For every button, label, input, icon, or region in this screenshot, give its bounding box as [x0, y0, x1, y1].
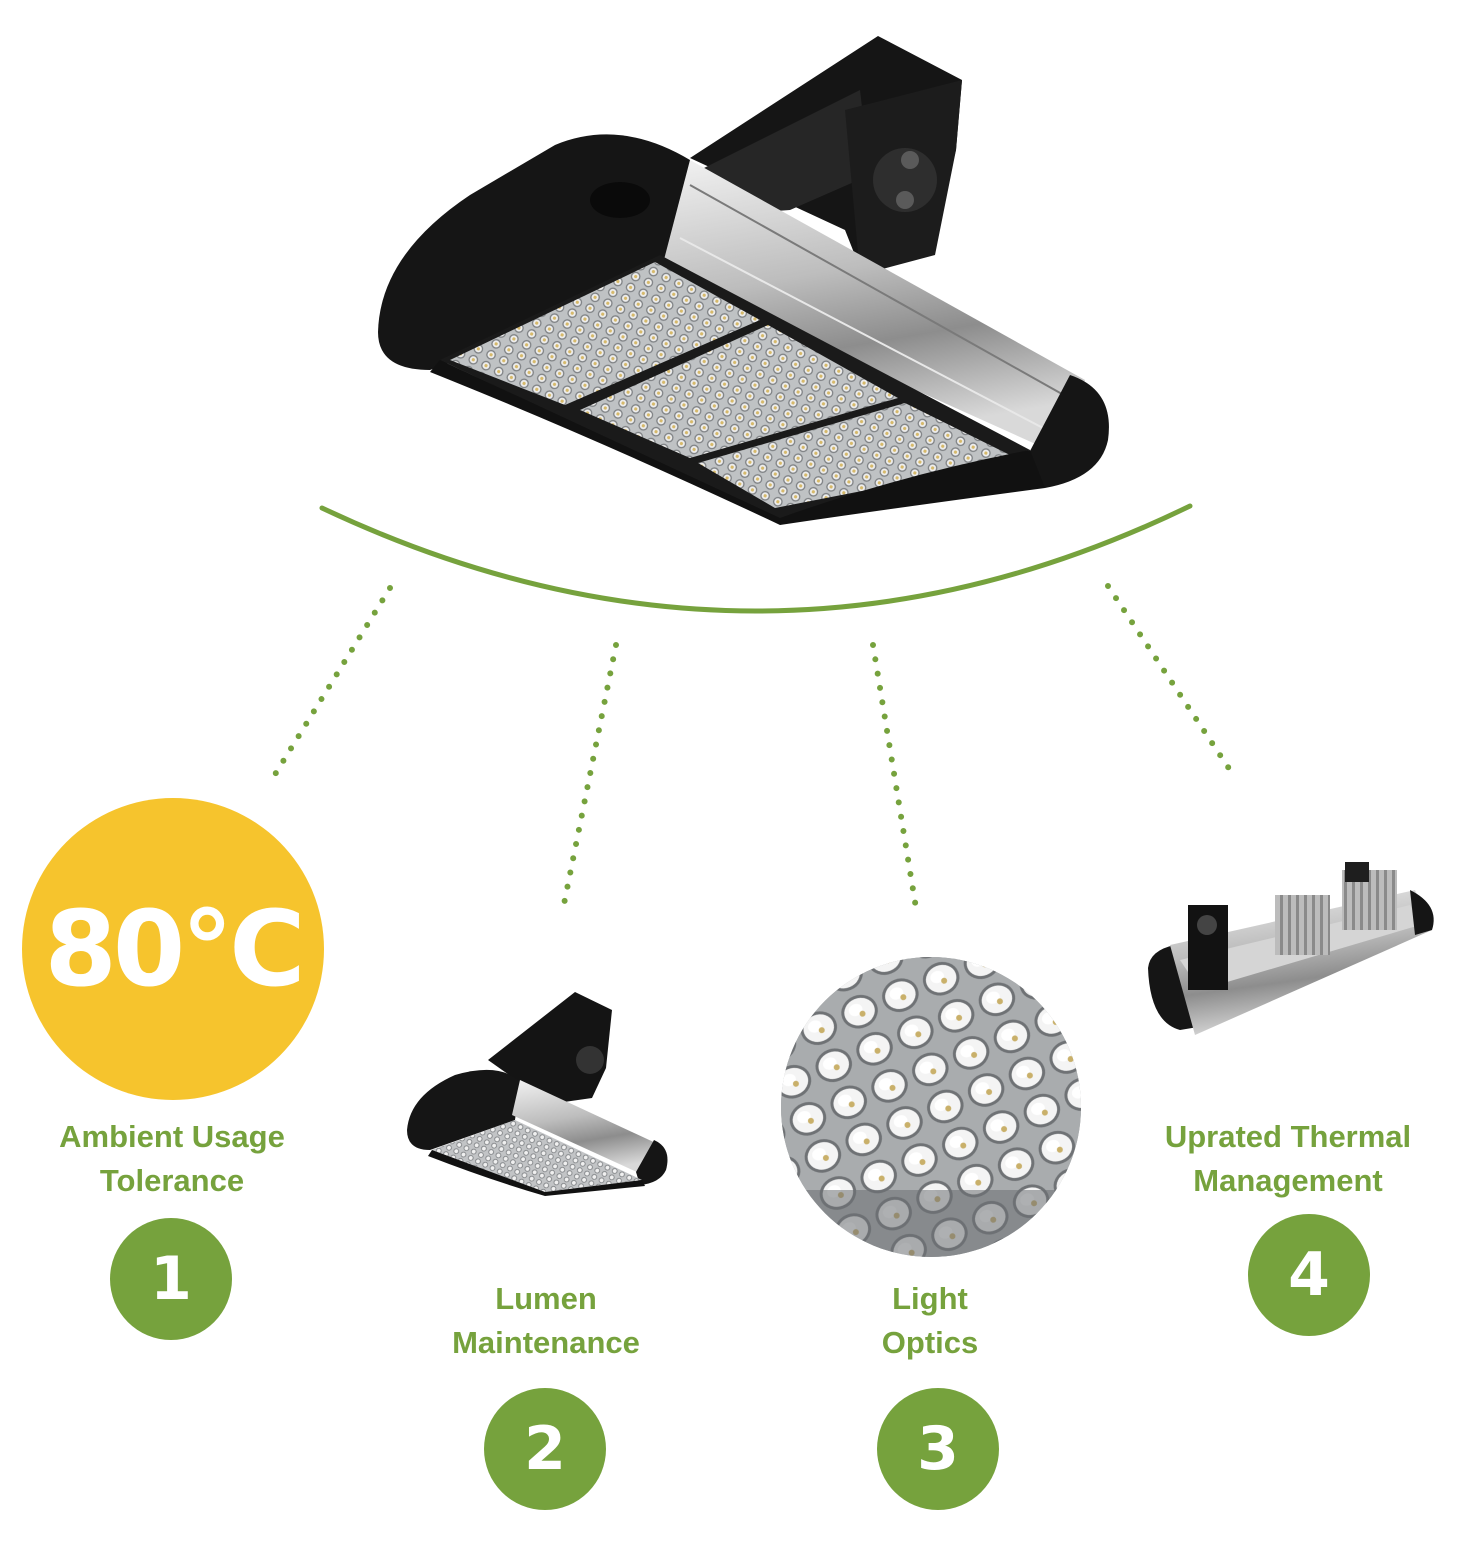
feature-1-number: 1 — [110, 1218, 232, 1340]
feature-3-number: 3 — [877, 1388, 999, 1510]
feature-2-number: 2 — [484, 1388, 606, 1510]
temperature-value: 80°C — [44, 888, 305, 1010]
feature-4-number: 4 — [1248, 1214, 1370, 1336]
feature-2-title: Lumen Maintenance — [452, 1281, 640, 1360]
connector-arc — [319, 503, 1193, 614]
feature-1-title: Ambient Usage Tolerance — [59, 1119, 285, 1198]
temperature-badge: 80°C — [22, 798, 324, 1100]
heatsink-assembly-icon — [1148, 862, 1434, 1035]
dotted-connector-2 — [559, 642, 619, 917]
small-flood-light-icon — [407, 992, 668, 1196]
led-lens-closeup-icon — [781, 957, 1081, 1257]
dotted-connector-3 — [870, 642, 920, 917]
feature-3-title: Light Optics — [881, 1281, 979, 1360]
feature-4-title: Uprated Thermal Management — [1164, 1119, 1412, 1198]
